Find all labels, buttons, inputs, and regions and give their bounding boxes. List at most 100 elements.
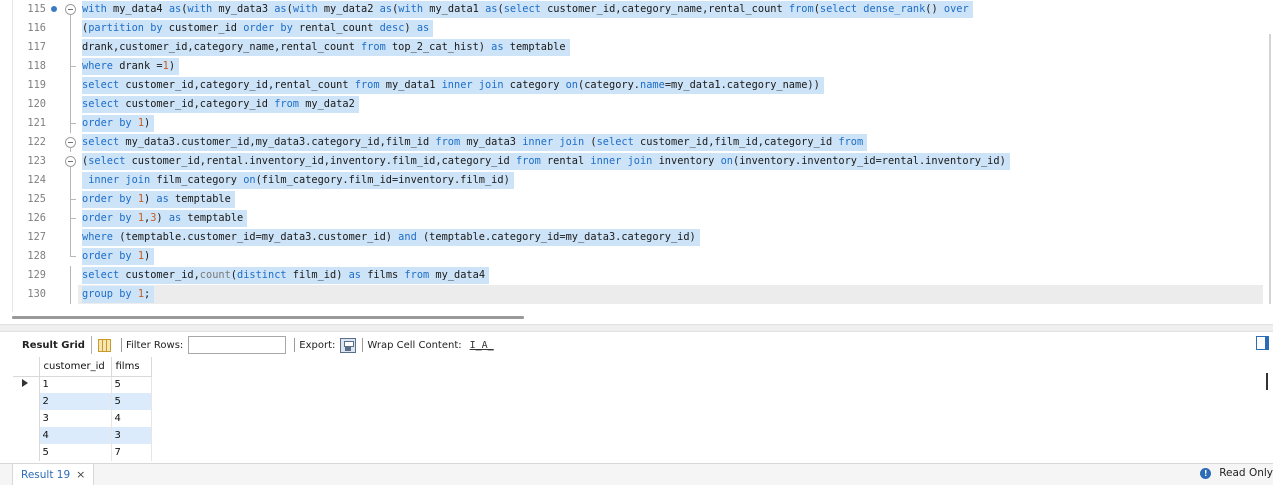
line-number: 128: [27, 250, 46, 262]
code-text[interactable]: (select customer_id,rental.inventory_id,…: [82, 153, 1010, 170]
line-number: 121: [27, 117, 46, 129]
code-line[interactable]: 121 order by 1): [0, 114, 1273, 133]
code-text[interactable]: select customer_id,category_id,rental_co…: [82, 77, 824, 94]
code-line[interactable]: 125 order by 1) as temptable: [0, 190, 1273, 209]
statement-marker-icon: [51, 6, 57, 12]
column-header-customer-id[interactable]: customer_id: [39, 357, 112, 377]
export-save-icon[interactable]: [340, 337, 357, 353]
result-grid-label: Result Grid: [22, 339, 85, 351]
fold-toggle-icon[interactable]: [65, 156, 76, 167]
code-text[interactable]: where drank =1): [82, 58, 180, 75]
line-number: 118: [27, 60, 46, 72]
code-text[interactable]: order by 1): [82, 248, 155, 265]
cell-films[interactable]: 4: [111, 410, 152, 427]
code-text[interactable]: order by 1) as temptable: [82, 191, 235, 208]
cell-films[interactable]: 5: [111, 393, 152, 410]
line-number: 125: [27, 193, 46, 205]
result-grid-tab[interactable]: Result Grid: [12, 336, 92, 354]
row-selector[interactable]: [13, 427, 40, 444]
fold-end-guide: [70, 57, 76, 67]
fold-guide: [70, 219, 71, 228]
current-row-arrow-icon: [22, 379, 28, 388]
cell-customer-id[interactable]: 4: [39, 427, 112, 444]
fold-guide: [70, 228, 71, 247]
cell-customer-id[interactable]: 2: [39, 393, 112, 410]
info-icon: !: [1200, 467, 1212, 479]
code-text[interactable]: select customer_id,category_id from my_d…: [82, 96, 359, 113]
result-tab[interactable]: Result 19 ×: [12, 464, 95, 485]
code-line[interactable]: 115 with my_data4 as(with my_data3 as(wit…: [0, 0, 1273, 19]
fold-guide: [70, 148, 71, 152]
cell-customer-id[interactable]: 1: [39, 376, 112, 393]
line-number: 123: [27, 155, 46, 167]
cell-films[interactable]: 7: [111, 444, 152, 461]
row-selector[interactable]: [13, 393, 40, 410]
header-row: customer_id films: [13, 357, 152, 377]
wrap-cell-icon[interactable]: I̲A̲: [469, 339, 494, 351]
code-text[interactable]: order by 1): [82, 115, 155, 132]
code-text[interactable]: drank,customer_id,category_name,rental_c…: [82, 39, 570, 56]
code-line[interactable]: 130 group by 1;: [0, 285, 1273, 304]
code-text[interactable]: select my_data3.customer_id,my_data3.cat…: [82, 134, 868, 151]
fold-toggle-icon[interactable]: [65, 137, 76, 148]
row-selector[interactable]: [13, 444, 40, 461]
fold-toggle-icon[interactable]: [65, 4, 76, 15]
row-selector[interactable]: [13, 376, 40, 393]
cell-films[interactable]: 5: [111, 376, 152, 393]
code-line[interactable]: 116(partition by customer_id order by re…: [0, 19, 1273, 38]
current-line-highlight: [78, 285, 1263, 304]
fold-guide: [70, 67, 71, 76]
cell-customer-id[interactable]: 3: [39, 410, 112, 427]
code-text[interactable]: with my_data4 as(with my_data3 as(with m…: [82, 1, 973, 18]
toggle-side-panel-icon[interactable]: [1256, 336, 1269, 350]
code-text[interactable]: inner join film_category on(film_categor…: [82, 172, 514, 189]
cell-films[interactable]: 3: [111, 427, 152, 444]
code-text[interactable]: order by 1,3) as temptable: [82, 210, 248, 227]
column-header-films[interactable]: films: [111, 357, 152, 377]
row-selector[interactable]: [13, 410, 40, 427]
code-text[interactable]: group by 1;: [82, 286, 155, 303]
grid-layout-icon[interactable]: [97, 338, 111, 352]
line-number: 129: [27, 269, 46, 281]
filter-rows-input[interactable]: [188, 336, 287, 354]
pane-splitter[interactable]: [0, 324, 1273, 332]
fold-guide: [70, 171, 71, 190]
line-number: 115: [27, 3, 46, 15]
fold-end-guide: [70, 190, 76, 200]
fold-guide: [70, 266, 71, 285]
sql-editor[interactable]: 115 with my_data4 as(with my_data3 as(wit…: [0, 0, 1273, 319]
code-text[interactable]: where (temptable.customer_id=my_data3.cu…: [82, 229, 700, 246]
editor-horizontal-scrollbar[interactable]: [12, 316, 524, 319]
cell-customer-id[interactable]: 5: [39, 444, 112, 461]
code-text[interactable]: select customer_id,count(distinct film_i…: [82, 267, 490, 284]
code-line[interactable]: 128 order by 1): [0, 247, 1273, 266]
editor-vertical-scroll-thumb[interactable]: [1269, 34, 1271, 304]
editor-vertical-scrollbar[interactable]: [1263, 0, 1273, 312]
code-line[interactable]: 123 (select customer_id,rental.inventory_…: [0, 152, 1273, 171]
fold-guide: [70, 76, 71, 95]
code-text[interactable]: (partition by customer_id order by renta…: [82, 20, 434, 37]
toolbar-separator: [294, 338, 296, 352]
line-number: 130: [27, 288, 46, 300]
fold-end-guide: [70, 209, 76, 219]
code-line[interactable]: 124 inner join film_category on(film_cat…: [0, 171, 1273, 190]
code-line[interactable]: 129 select customer_id,count(distinct fil…: [0, 266, 1273, 285]
close-tab-icon[interactable]: ×: [76, 468, 86, 481]
code-line[interactable]: 118 where drank =1): [0, 57, 1273, 76]
grid-vertical-scrollbar[interactable]: [1266, 373, 1268, 390]
fold-guide: [70, 38, 71, 57]
fold-end-guide: [70, 114, 76, 124]
fold-guide: [70, 167, 71, 171]
